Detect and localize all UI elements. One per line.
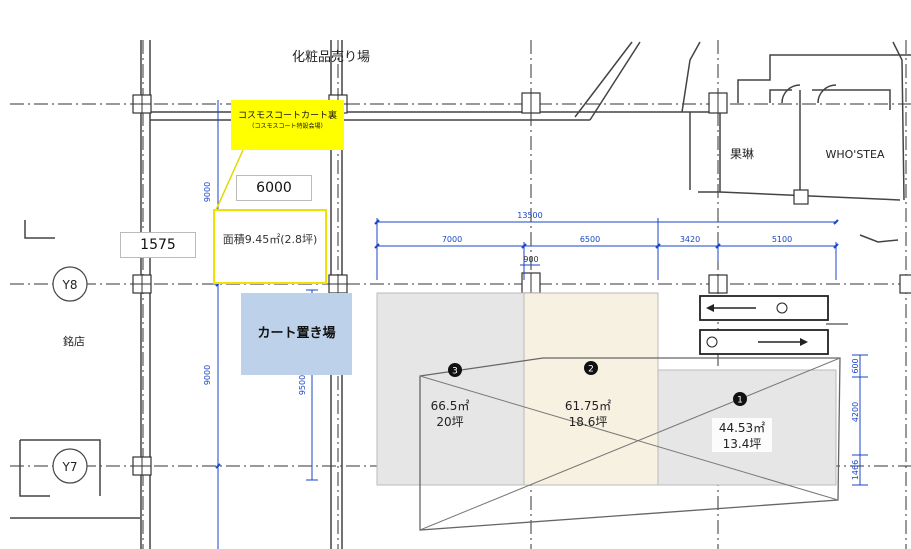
- dim-right-1466: 1466: [851, 460, 860, 480]
- dim-seg1: 7000: [442, 235, 462, 244]
- area-note-text: 面積9.45㎡(2.8坪): [222, 233, 318, 246]
- escalator-down-arrowhead: [800, 338, 808, 346]
- dimension-ticks: [215, 219, 839, 469]
- zone-3-tsubo-text: 20坪: [436, 415, 463, 429]
- zone-diagonal-1: [419, 375, 839, 501]
- yellow-callout-title: コスモスコートカート裏: [237, 111, 337, 121]
- grid-label-y8: Y8: [62, 278, 78, 292]
- label-cosmetics: 化粧品売り場: [292, 49, 370, 65]
- dim-small: 900: [523, 255, 538, 264]
- dim-seg3: 3420: [680, 235, 700, 244]
- dim-box-6000: 6000: [236, 175, 312, 201]
- grid-bubble-y8: [52, 266, 88, 302]
- escalator-up-dial: [776, 302, 788, 314]
- dim-seg4: 5100: [772, 235, 792, 244]
- zone-outline: [419, 357, 841, 531]
- dim-right-600: 600: [851, 358, 860, 373]
- dim-mid: 9500: [298, 375, 307, 395]
- label-whostea: WHO'STEA: [825, 148, 884, 161]
- dim-seg2: 6500: [580, 235, 600, 244]
- zone-2-marker-num: 2: [588, 365, 594, 375]
- zone-1-marker: [733, 392, 747, 406]
- yellow-callout: コスモスコートカート裏 （コスモスコート特設会場）: [231, 100, 344, 150]
- zone-3-area-text: 66.5㎡: [431, 399, 470, 413]
- zone-1-marker-num: 1: [737, 396, 743, 406]
- cart-area-label: カート置き場: [257, 326, 336, 341]
- label-kiosk: 果琳: [730, 147, 754, 161]
- zone-1-tsubo-text: 13.4坪: [723, 437, 762, 451]
- zone-2-area-text: 61.75㎡: [565, 399, 611, 413]
- zone-3-marker-num: 3: [452, 367, 458, 377]
- zone-2-area: [523, 292, 659, 486]
- label-meiten: 銘店: [63, 334, 85, 348]
- dim-box-1575-text: 1575: [140, 237, 176, 253]
- yellow-callout-sub: （コスモスコート特設会場）: [248, 123, 327, 130]
- zone-2-marker: [584, 361, 598, 375]
- dim-left-bottom: 9000: [203, 365, 212, 385]
- zone-2-tsubo-text: 18.6坪: [569, 415, 608, 429]
- dim-box-1575: 1575: [120, 232, 196, 258]
- zone-3-marker: [448, 363, 462, 377]
- escalator-up-arrowhead: [706, 304, 714, 312]
- escalator-down-dial: [706, 336, 718, 348]
- zone-1-area-text: 44.53㎡: [719, 421, 765, 435]
- grid-label-y7: Y7: [62, 460, 78, 474]
- dim-box-6000-text: 6000: [256, 180, 292, 196]
- escalators: [699, 295, 848, 355]
- grid-bubble-y7: [52, 448, 88, 484]
- area-note-box: 面積9.45㎡(2.8坪): [213, 209, 327, 284]
- dim-left-top: 9000: [203, 182, 212, 202]
- dim-right-4200: 4200: [851, 402, 860, 422]
- zone-1-label-bg: [712, 418, 772, 452]
- cart-area: カート置き場: [241, 293, 352, 375]
- column-marks: [133, 93, 719, 475]
- callout-leader: [215, 149, 244, 211]
- zone-diagonal-2: [419, 357, 841, 531]
- dim-total: 13500: [517, 211, 542, 220]
